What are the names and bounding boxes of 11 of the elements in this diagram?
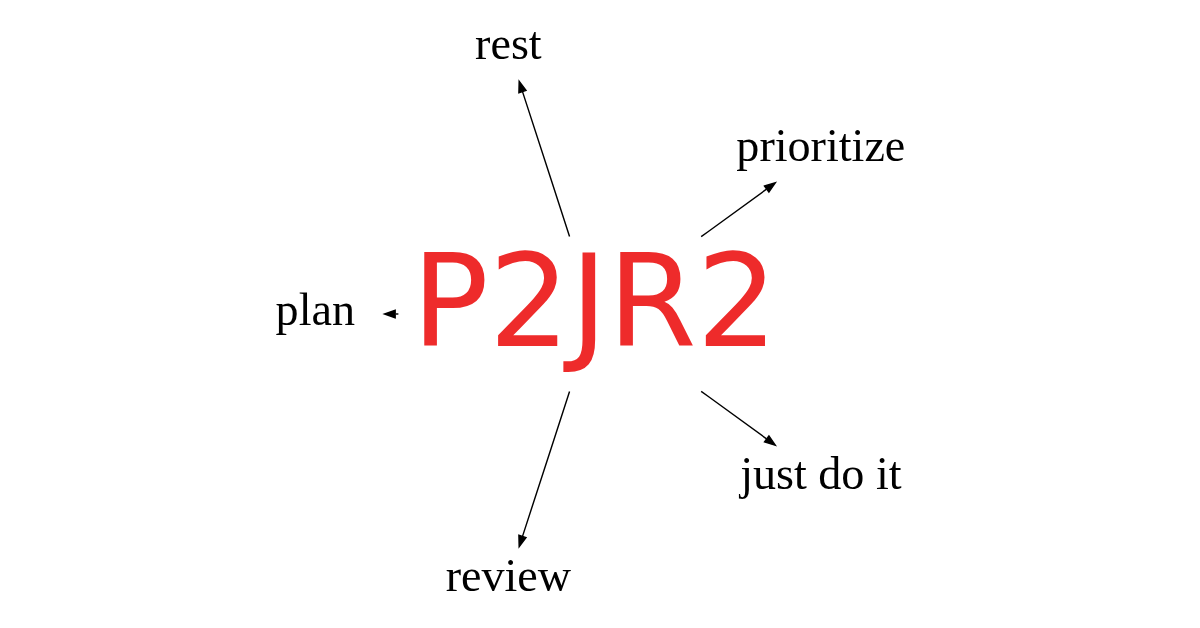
arrow bbox=[700, 181, 778, 238]
node-text: review bbox=[445, 549, 572, 601]
arrow bbox=[518, 79, 571, 238]
node-text: P2JR2 bbox=[411, 227, 778, 377]
node-text: plan bbox=[275, 284, 355, 336]
arrow bbox=[382, 309, 400, 319]
node-text: rest bbox=[475, 18, 542, 70]
node-text: prioritize bbox=[736, 119, 906, 171]
arrow bbox=[700, 390, 778, 447]
node-text: just do it bbox=[740, 448, 902, 500]
arrow bbox=[518, 390, 571, 549]
